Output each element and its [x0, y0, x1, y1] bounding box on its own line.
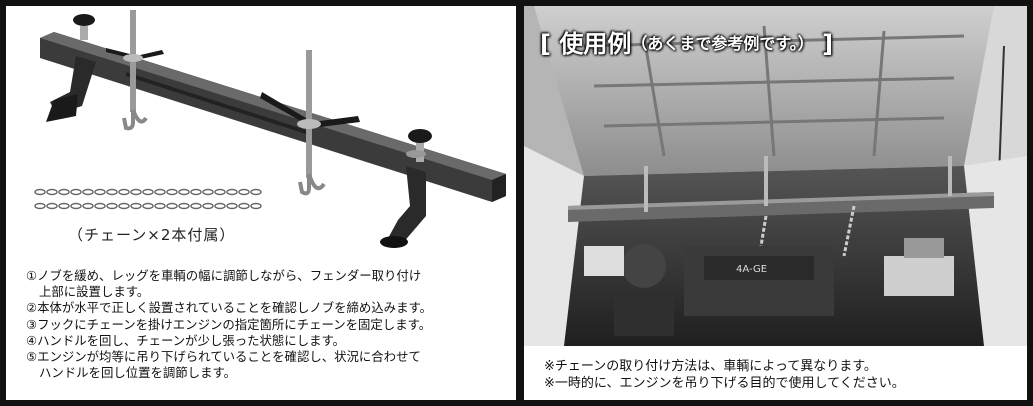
instruction-steps: ①ノブを緩め、レッグを車輌の幅に調節しながら、フェンダー取り付け 上部に設置しま… — [26, 268, 511, 381]
step-5: ⑤エンジンが均等に吊り下げられていることを確認し、状況に合わせて ハンドルを回し… — [26, 349, 511, 381]
step-3-line1: ③フックにチェーンを掛けエンジンの指定箇所にチェーンを固定します。 — [26, 316, 432, 332]
chain-2 — [34, 202, 262, 210]
usage-notes: ※チェーンの取り付け方法は、車輌によって異なります。 ※一時的に、エンジンを吊り… — [544, 358, 1024, 392]
usage-title-sub: （あくまで参考例です。） — [631, 34, 814, 53]
chain-1 — [34, 188, 262, 196]
step-3: ③フックにチェーンを掛けエンジンの指定箇所にチェーンを固定します。 — [26, 317, 511, 333]
note-1: ※チェーンの取り付け方法は、車輌によって異なります。 — [544, 359, 877, 374]
usage-title-close: ] — [813, 30, 834, 58]
step-2: ②本体が水平で正しく設置されていることを確認しノブを締め込みます。 — [26, 300, 511, 316]
product-panel: （チェーン×2本付属） ①ノブを緩め、レッグを車輌の幅に調節しながら、フェンダー… — [6, 6, 516, 400]
engine-model-label: 4A-GE — [736, 264, 767, 275]
chain-caption: （チェーン×2本付属） — [68, 226, 236, 244]
engine-bay-illustration: 4A-GE — [524, 6, 1027, 346]
engine-bay-photo: 4A-GE [ 使用例（あくまで参考例です。） ] — [524, 6, 1027, 346]
step-4: ④ハンドルを回し、チェーンが少し張った状態にします。 — [26, 333, 511, 349]
step-1-line1: ①ノブを緩め、レッグを車輌の幅に調節しながら、フェンダー取り付け — [26, 268, 422, 283]
step-2-line1: ②本体が水平で正しく設置されていることを確認しノブを締め込みます。 — [26, 300, 432, 316]
usage-title-main: [ 使用例 — [540, 30, 632, 58]
usage-example-panel: 4A-GE [ 使用例（あくまで参考例です。） ] ※チェーンの取り付け方法は、… — [524, 6, 1027, 400]
engine-support-bar-illustration — [34, 10, 506, 248]
step-1-line2: 上部に設置します。 — [39, 284, 150, 300]
step-1: ①ノブを緩め、レッグを車輌の幅に調節しながら、フェンダー取り付け 上部に設置しま… — [26, 268, 511, 300]
step-4-line1: ④ハンドルを回し、チェーンが少し張った状態にします。 — [26, 332, 346, 348]
note-2: ※一時的に、エンジンを吊り下げる目的で使用してください。 — [544, 376, 905, 391]
step-5-line2: ハンドルを回し位置を調節します。 — [39, 365, 237, 381]
usage-example-title: [ 使用例（あくまで参考例です。） ] — [540, 24, 833, 59]
step-5-line1: ⑤エンジンが均等に吊り下げられていることを確認し、状況に合わせて — [26, 349, 421, 365]
